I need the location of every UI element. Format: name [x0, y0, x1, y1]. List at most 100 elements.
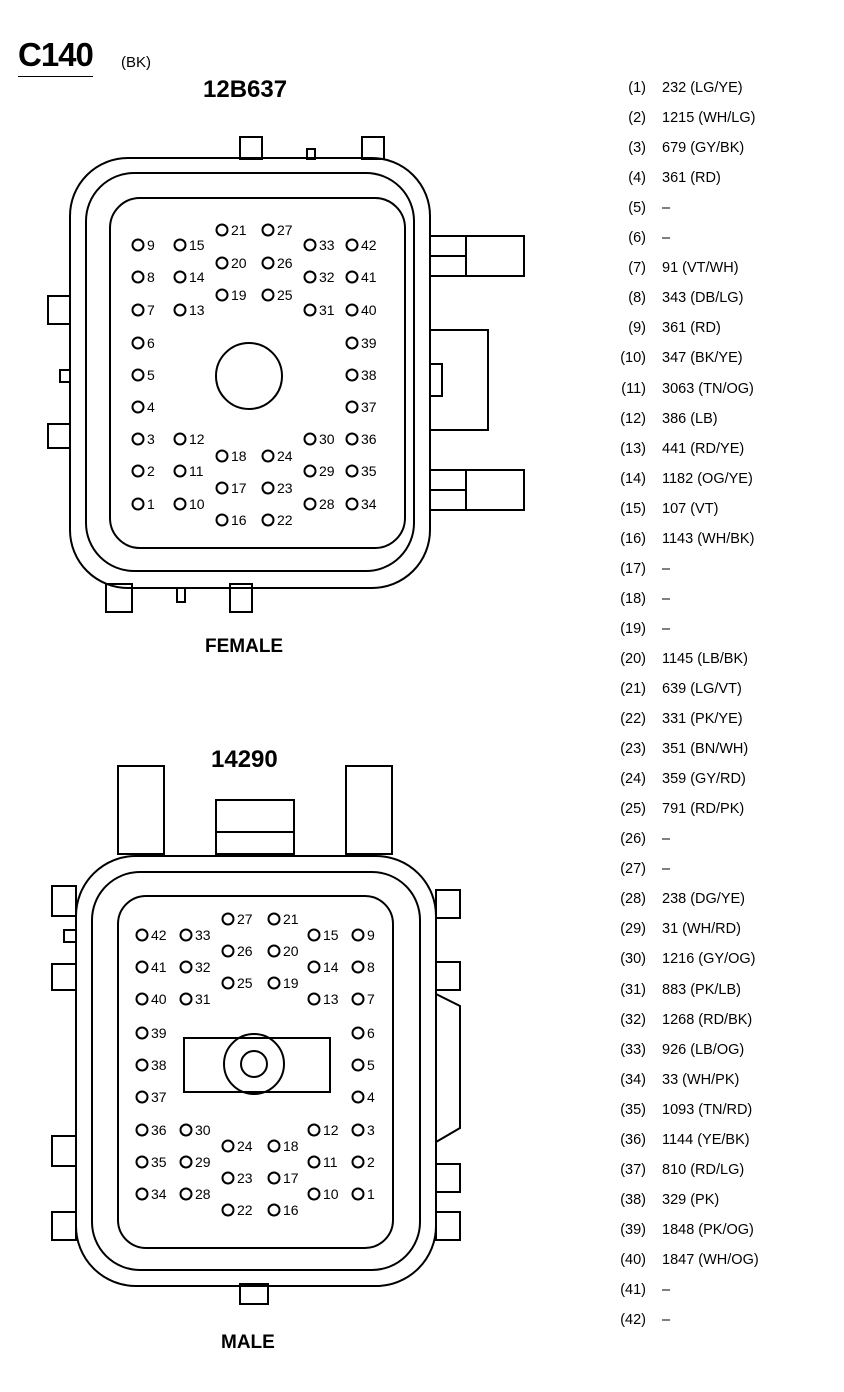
- cavity-label: 39: [151, 1025, 167, 1041]
- cavity-6: [131, 336, 145, 350]
- cavity-13: [173, 303, 187, 317]
- cavity-label: 29: [319, 463, 335, 479]
- cavity-32: [179, 960, 193, 974]
- pin-circuit: 31 (WH/RD): [662, 921, 741, 938]
- pinout-row: (22) 331 (PK/YE): [600, 711, 840, 741]
- cavity-34: [345, 497, 359, 511]
- pin-number: (34): [620, 1071, 646, 1088]
- pin-number: (25): [620, 801, 646, 818]
- cavity-11: [307, 1155, 321, 1169]
- cavity-label: 9: [367, 927, 375, 943]
- cavity-4: [351, 1090, 365, 1104]
- pinout-row: (21) 639 (LG/VT): [600, 681, 840, 711]
- pinout-row: (5)–: [600, 200, 840, 230]
- cavity-label: 20: [283, 943, 299, 959]
- pin-number: (22): [620, 711, 646, 728]
- cavity-27: [261, 223, 275, 237]
- cavity-label: 40: [361, 302, 377, 318]
- cavity-8: [351, 960, 365, 974]
- cavity-label: 10: [323, 1186, 339, 1202]
- pin-circuit: –: [662, 200, 671, 217]
- connector-id: C140: [18, 38, 94, 77]
- pinout-row: (9) 361 (RD): [600, 320, 840, 350]
- pin-number: (2): [628, 110, 646, 127]
- cavity-label: 28: [319, 496, 335, 512]
- pin-number: (31): [620, 981, 646, 998]
- pin-circuit: 361 (RD): [662, 320, 721, 337]
- cavity-26: [221, 944, 235, 958]
- cavity-label: 35: [151, 1154, 167, 1170]
- pin-circuit: 107 (VT): [662, 500, 719, 517]
- cavity-18: [267, 1139, 281, 1153]
- pin-number: (36): [620, 1131, 646, 1148]
- cavity-3: [131, 432, 145, 446]
- cavity-label: 9: [147, 237, 155, 253]
- pin-number: (10): [620, 350, 646, 367]
- cavity-14: [173, 270, 187, 284]
- cavity-label: 38: [361, 367, 377, 383]
- cavity-label: 23: [237, 1170, 253, 1186]
- pinout-row: (2) 1215 (WH/LG): [600, 110, 840, 140]
- cavity-24: [261, 449, 275, 463]
- pin-number: (19): [620, 620, 646, 637]
- cavity-label: 16: [283, 1202, 299, 1218]
- pinout-row: (19)–: [600, 621, 840, 651]
- pin-circuit: 331 (PK/YE): [662, 711, 743, 728]
- cavity-22: [221, 1203, 235, 1217]
- pin-number: (35): [620, 1101, 646, 1118]
- cavity-36: [345, 432, 359, 446]
- cavity-15: [307, 928, 321, 942]
- cavity-39: [345, 336, 359, 350]
- cavity-31: [179, 992, 193, 1006]
- pin-number: (21): [620, 681, 646, 697]
- pin-circuit: 441 (RD/YE): [662, 440, 745, 457]
- pin-circuit: 1182 (OG/YE): [662, 470, 753, 487]
- cavity-label: 21: [283, 911, 299, 927]
- cavity-label: 14: [189, 269, 205, 285]
- pin-number: (11): [621, 380, 646, 397]
- pinout-row: (39)1848 (PK/OG): [600, 1222, 840, 1252]
- pin-number: (29): [620, 921, 646, 938]
- cavity-31: [303, 303, 317, 317]
- cavity-9: [131, 238, 145, 252]
- cavity-label: 14: [323, 959, 339, 975]
- cavity-36: [135, 1123, 149, 1137]
- cavity-2: [351, 1155, 365, 1169]
- cavity-40: [135, 992, 149, 1006]
- cavity-1: [131, 497, 145, 511]
- cavity-33: [179, 928, 193, 942]
- pin-circuit: 1215 (WH/LG): [662, 110, 756, 127]
- cavity-label: 7: [147, 302, 155, 318]
- pin-circuit: 639 (LG/VT): [662, 681, 742, 697]
- cavity-12: [307, 1123, 321, 1137]
- male-label: MALE: [221, 1332, 275, 1353]
- pin-number: (5): [628, 200, 646, 217]
- pin-number: (6): [628, 230, 646, 247]
- cavity-23: [221, 1171, 235, 1185]
- cavity-label: 4: [367, 1089, 375, 1105]
- cavity-label: 26: [277, 255, 293, 271]
- pin-circuit: 926 (LB/OG): [662, 1041, 745, 1058]
- cavity-label: 25: [237, 975, 253, 991]
- pin-circuit: 361 (RD): [662, 170, 721, 187]
- cavity-19: [215, 288, 229, 302]
- cavity-label: 32: [195, 959, 211, 975]
- cavity-label: 28: [195, 1186, 211, 1202]
- cavity-37: [345, 400, 359, 414]
- male-housing: [51, 765, 461, 1305]
- pin-circuit: 33 (WH/PK): [662, 1071, 740, 1088]
- cavity-label: 39: [361, 335, 377, 351]
- cavity-15: [173, 238, 187, 252]
- pin-number: (9): [628, 320, 646, 337]
- cavity-13: [307, 992, 321, 1006]
- cavity-35: [345, 464, 359, 478]
- cavity-label: 25: [277, 287, 293, 303]
- cavity-label: 30: [195, 1122, 211, 1138]
- cavity-label: 15: [189, 237, 205, 253]
- cavity-label: 36: [361, 431, 377, 447]
- pinout-row: (6)–: [600, 230, 840, 260]
- pin-number: (28): [620, 891, 646, 908]
- pin-number: (40): [620, 1251, 646, 1268]
- pin-circuit: 3063 (TN/OG): [662, 380, 754, 397]
- cavity-label: 41: [151, 959, 167, 975]
